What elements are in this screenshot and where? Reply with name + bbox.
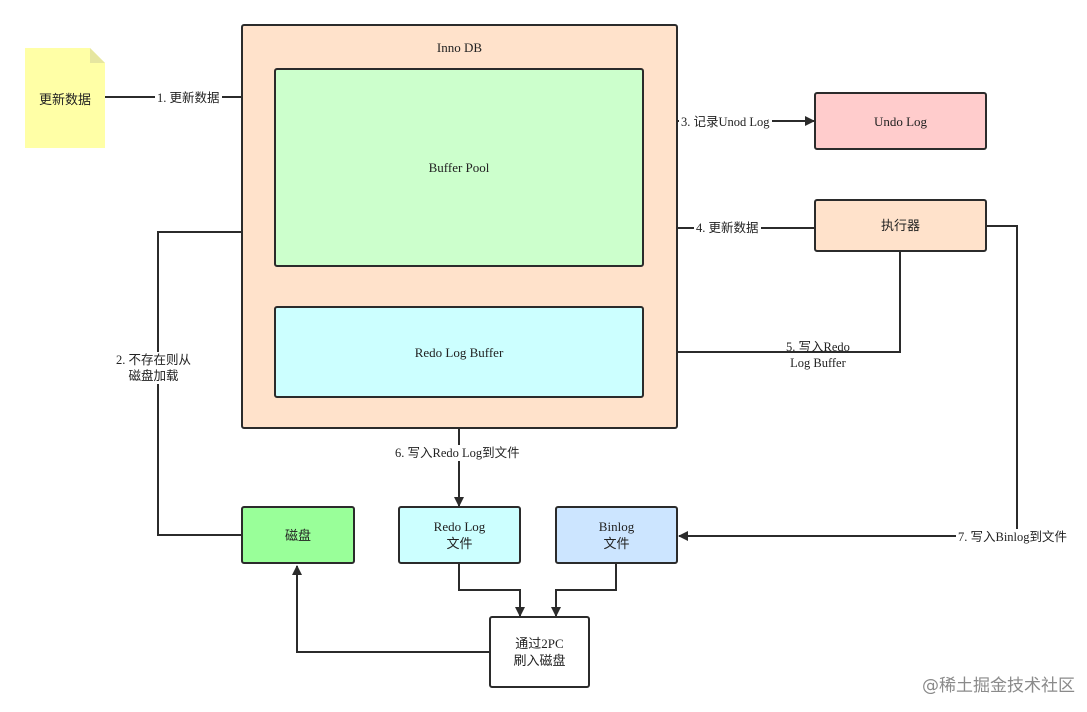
disk-box: 磁盘 xyxy=(241,506,355,564)
redo-log-buffer-label: Redo Log Buffer xyxy=(414,344,504,360)
undo-log-box: Undo Log xyxy=(814,92,987,150)
redo-log-file-label: Redo Log 文件 xyxy=(433,519,486,551)
innodb-title: Inno DB xyxy=(436,40,483,55)
edge-2pc-to-disk xyxy=(292,565,489,653)
binlog-file-box: Binlog 文件 xyxy=(555,506,678,564)
executor-box: 执行器 xyxy=(814,199,987,252)
executor-label: 执行器 xyxy=(880,218,920,233)
disk-label: 磁盘 xyxy=(284,527,311,543)
redo-log-file-box: Redo Log 文件 xyxy=(398,506,521,564)
edge-binlog-file-to-2pc xyxy=(551,564,617,617)
update-data-note: 更新数据 xyxy=(25,48,105,148)
binlog-file-label: Binlog 文件 xyxy=(598,519,635,551)
edge-executor-to-binlog-file xyxy=(678,225,1018,541)
edge-executor-to-redo-log-buffer xyxy=(644,252,901,357)
buffer-pool-label: Buffer Pool xyxy=(428,160,490,175)
step4-label: 4. 更新数据 xyxy=(694,220,761,236)
two-pc-flush-label: 通过2PC 刷入磁盘 xyxy=(513,636,566,668)
two-pc-flush-box: 通过2PC 刷入磁盘 xyxy=(489,616,590,688)
undo-log-label: Undo Log xyxy=(873,113,928,129)
step5-label: 5. 写入Redo Log Buffer xyxy=(786,340,850,370)
edge-redo-log-file-to-2pc xyxy=(458,564,525,617)
step2-label: 2. 不存在则从 磁盘加载 xyxy=(114,352,194,384)
step6-label: 6. 写入Redo Log到文件 xyxy=(393,445,522,461)
redo-log-buffer-box: Redo Log Buffer xyxy=(274,306,644,398)
watermark: @稀土掘金技术社区 xyxy=(922,676,1075,696)
buffer-pool-box: Buffer Pool xyxy=(274,68,644,267)
step7-label: 7. 写入Binlog到文件 xyxy=(956,529,1070,545)
step3-label: 3. 记录Unod Log xyxy=(679,114,772,130)
step1-label: 1. 更新数据 xyxy=(155,90,222,106)
note-label: 更新数据 xyxy=(38,91,91,107)
